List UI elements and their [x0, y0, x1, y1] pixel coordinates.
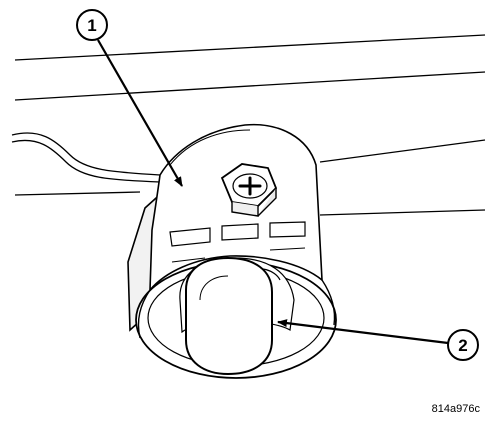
body-panel-lines [14, 34, 486, 216]
grommet-assembly [179, 256, 295, 376]
callout-2: 2 [277, 319, 479, 361]
callout-2-leader [277, 319, 449, 345]
bolt [220, 163, 278, 217]
callout-1-label: 1 [87, 16, 96, 35]
figure-code: 814a976c [432, 403, 481, 415]
callout-1: 1 [76, 9, 183, 187]
grommet-plug [185, 256, 273, 376]
hose-line [11, 132, 161, 183]
callout-1-leader [97, 39, 183, 187]
callout-2-label: 2 [458, 336, 467, 355]
